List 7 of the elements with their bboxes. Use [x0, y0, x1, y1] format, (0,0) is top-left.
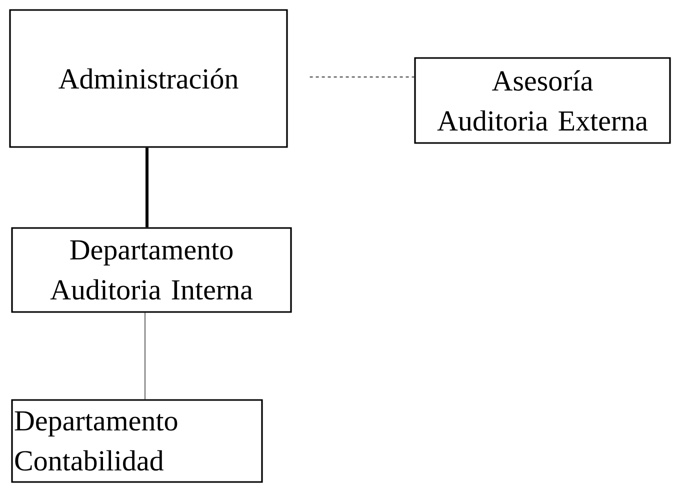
connector-line — [146, 148, 148, 228]
connector-line — [144, 312, 146, 400]
connector-line — [309, 76, 415, 78]
org-box: Asesoría Auditoria Externa — [414, 57, 671, 144]
org-box: Administración — [9, 9, 288, 148]
org-box: Departamento Contabilidad — [11, 399, 263, 483]
org-box: Departamento Auditoria Interna — [11, 227, 292, 313]
